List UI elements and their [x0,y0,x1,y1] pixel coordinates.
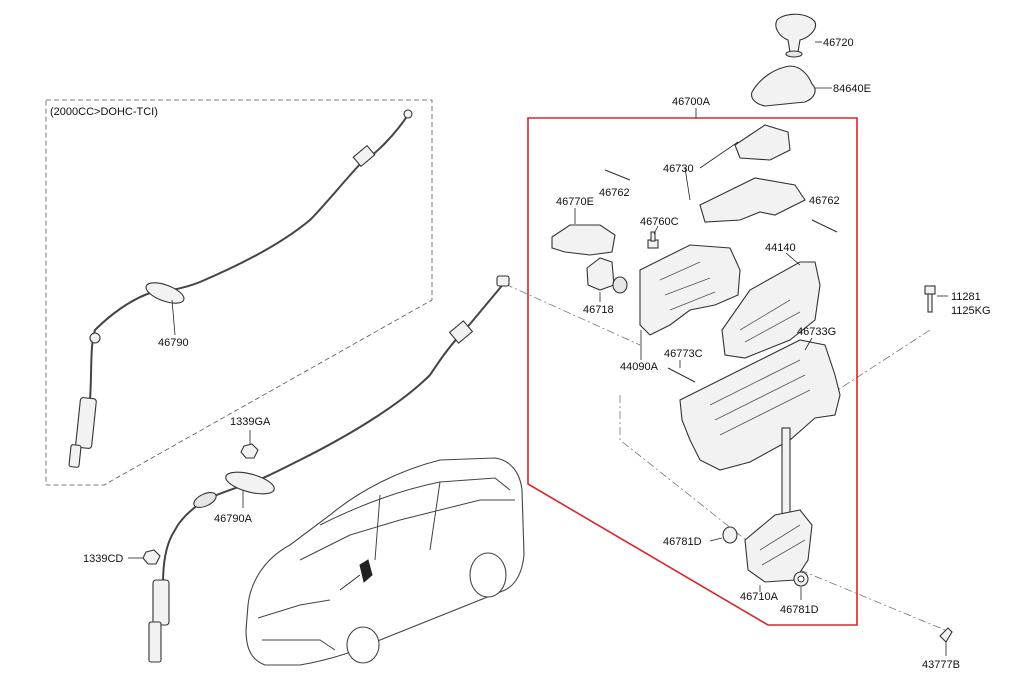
part-44090A [639,244,741,360]
label-46730: 46730 [663,163,694,175]
label-46770E: 46770E [556,196,594,208]
variant-note: (2000CC>DOHC-TCI) [50,106,158,118]
bushing-46781D-left [709,526,738,544]
label-46760C: 46760C [640,216,679,228]
part-44140 [721,252,821,359]
variant-box: (2000CC>DOHC-TCI) [45,99,433,486]
part-46770E [551,208,616,256]
alignment-line-2 [619,395,791,576]
label-46733G: 46733G [797,326,836,338]
bushing-46781D-right [793,571,809,600]
label-46781D-left: 46781D [663,536,702,548]
part-46760C [647,225,659,249]
label-46762-left: 46762 [599,187,630,199]
alignment-line-1 [504,283,641,346]
pin-46762-right [811,219,838,233]
shift-knob [775,13,822,58]
part-46733G [679,337,841,471]
label-1339CD: 1339CD [83,553,123,565]
assembly-highlight-frame [527,117,858,626]
nut-1339GA [240,443,259,459]
label-46700A: 46700A [672,96,711,108]
shift-boot [751,65,832,107]
cable-46790 [68,109,413,468]
label-46781D-right: 46781D [780,604,819,616]
label-46718: 46718 [583,304,614,316]
label-46710A: 46710A [740,591,779,603]
nut-1339CD [142,549,161,565]
label-46762-right: 46762 [809,195,840,207]
part-46710A [744,427,813,592]
vehicle-outline [245,457,525,666]
label-44140: 44140 [765,242,796,254]
alignment-line-3 [829,329,931,396]
label-43777B: 43777B [922,659,960,671]
label-46790A: 46790A [214,513,253,525]
bolt-11281 [924,285,948,313]
label-44090A: 44090A [620,361,659,373]
label-46790: 46790 [158,337,189,349]
part-46718 [586,257,628,302]
clip-43777B [939,627,953,656]
part-46773C [667,360,696,383]
label-46720: 46720 [823,37,854,49]
cable-46790A [148,275,510,663]
label-1339GA: 1339GA [230,416,271,428]
label-46773C: 46773C [664,348,703,360]
alignment-line-4 [799,569,946,631]
label-1125KG: 1125KG [951,305,991,317]
pin-46762-left [604,169,631,181]
label-11281: 11281 [951,291,981,303]
part-46730 [684,124,806,223]
label-84640E: 84640E [833,83,871,95]
